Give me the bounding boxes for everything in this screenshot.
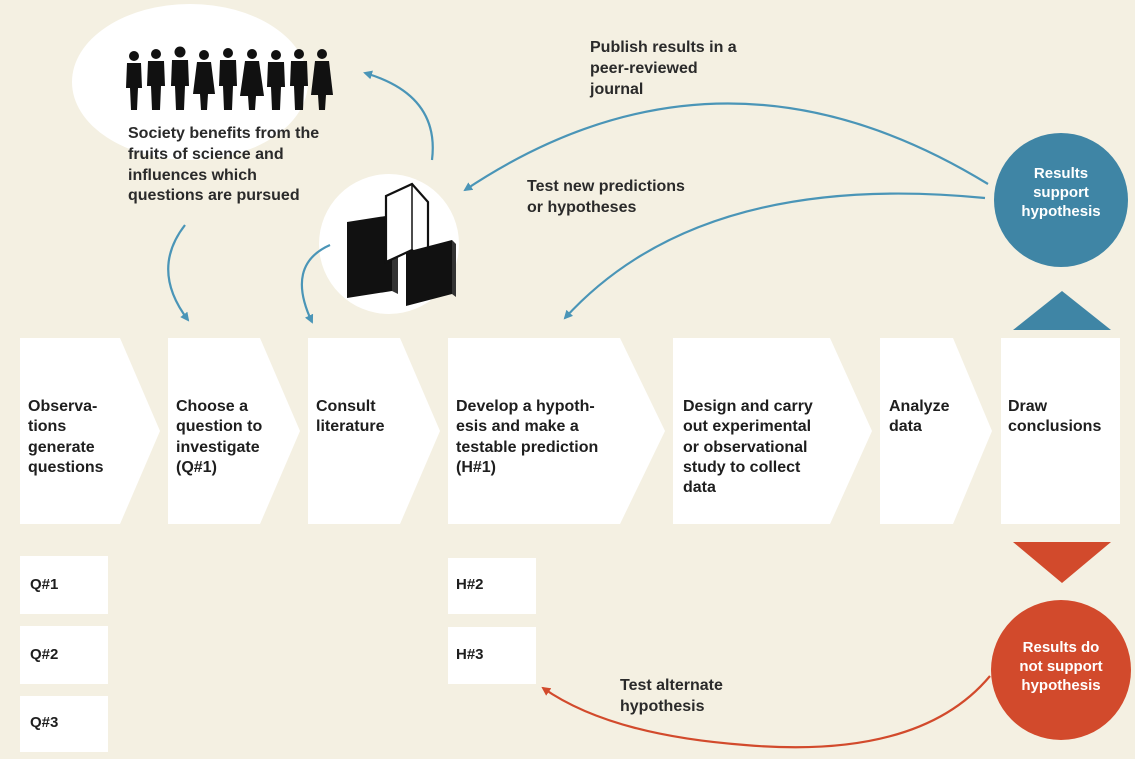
step-shape-develop-hypothesis [448,338,665,524]
not-support-triangle [1013,542,1111,583]
step-design-study-label: Design and carry out experimental or obs… [683,398,813,497]
q3-label: Q#3 [30,714,59,731]
h3-box [448,627,536,684]
step-shape-design-study [673,338,872,524]
step-consult-literature-label: Consult literature [316,398,385,436]
q2-box [20,626,108,684]
h2-label: H#2 [456,576,484,593]
society-backdrop [72,4,308,160]
step-shape-choose-question [168,338,300,524]
test-new-annotation: Test new predictions or hypotheses [527,178,685,216]
publish-annotation: Publish results in a peer-reviewed journ… [590,39,737,98]
arrow-test-alternate [541,675,991,749]
step-observations-label: Observa- tions generate questions [28,398,104,476]
arrow-test-new [563,192,986,320]
arrow-publish [463,102,989,192]
h3-label: H#3 [456,646,484,663]
step-shape-draw-conclusions [1001,338,1120,524]
society-annotation: Society benefits from the fruits of scie… [128,125,320,205]
q1-label: Q#1 [30,576,59,593]
step-shape-observations [20,338,160,524]
support-triangle [1013,291,1111,330]
step-analyze-data-label: Analyze data [889,398,950,436]
people-silhouettes-icon [126,46,333,110]
q2-label: Q#2 [30,646,59,663]
arrow-society-to-question [167,224,190,322]
q1-box [20,556,108,614]
q3-box [20,696,108,752]
test-alternate-annotation: Test alternate hypothesis [620,677,723,715]
arrow-journals-to-literature [300,243,331,324]
results-support-label: Results support hypothesis [1021,165,1101,221]
results-support-circle [994,133,1128,267]
journals-icon [347,182,456,306]
results-not-support-circle [991,600,1131,740]
step-shape-analyze-data [880,338,992,524]
h2-box [448,558,536,614]
step-choose-question-label: Choose a question to investigate (Q#1) [176,398,263,476]
step-shape-consult-literature [308,338,440,524]
results-not-support-label: Results do not support hypothesis [1019,639,1103,695]
step-develop-hypothesis-label: Develop a hypoth- esis and make a testab… [456,398,599,476]
arrow-to-society [363,70,434,161]
step-draw-conclusions-label: Draw conclusions [1008,398,1102,436]
